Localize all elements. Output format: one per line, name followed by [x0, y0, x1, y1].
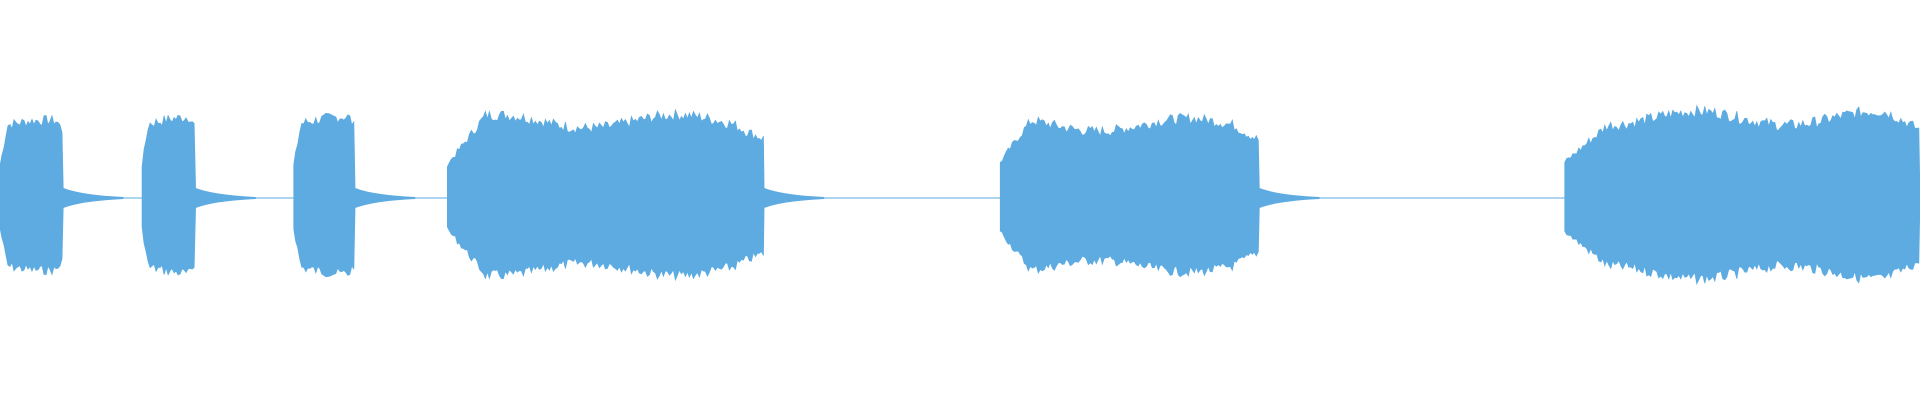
waveform-burst-1-tail: [63, 188, 124, 208]
waveform-burst-2-tail: [195, 188, 256, 208]
waveform-burst-4-tail: [764, 188, 825, 208]
waveform-burst-3-tail: [355, 188, 416, 208]
waveform-burst-5-tail: [1259, 188, 1320, 208]
waveform-burst-2: [141, 114, 197, 276]
waveform-burst-5: [999, 112, 1260, 278]
waveform-burst-3: [293, 112, 356, 278]
waveform-burst-1: [0, 114, 64, 276]
waveform-burst-4: [447, 108, 765, 282]
waveform-burst-6: [1564, 104, 1920, 285]
